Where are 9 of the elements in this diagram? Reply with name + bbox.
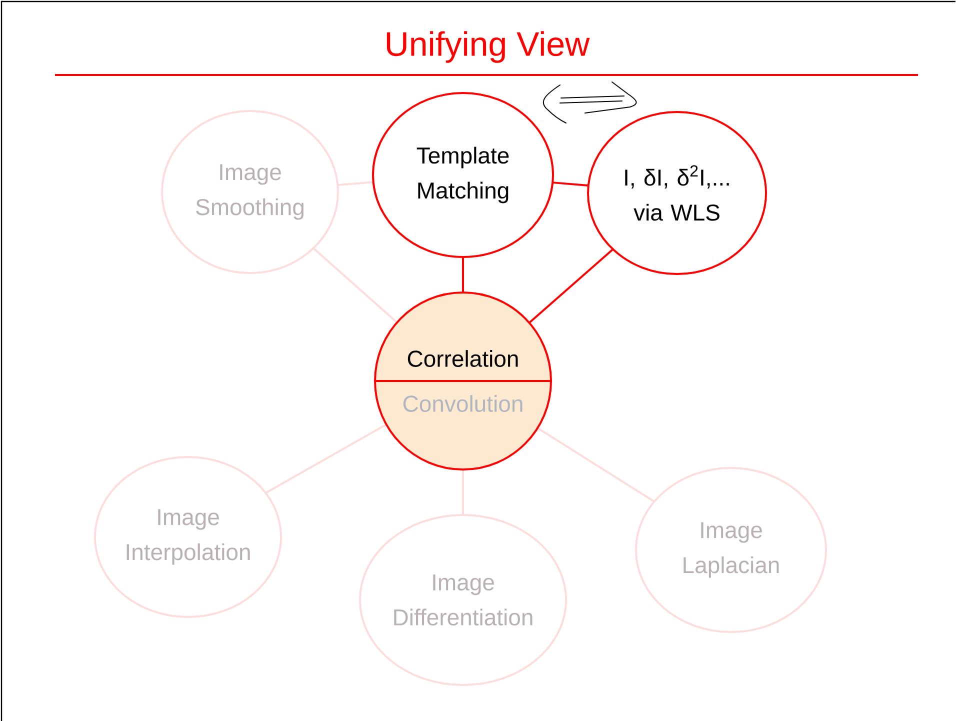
- slide-title: Unifying View: [386, 31, 590, 63]
- connector-line: [462, 470, 464, 515]
- connector-line: [537, 427, 655, 502]
- connector-line: [528, 248, 614, 324]
- connector-line: [265, 424, 387, 494]
- connector-line: [312, 248, 398, 324]
- connector-line: [552, 182, 588, 187]
- connector-line: [338, 181, 374, 186]
- connector-line: [462, 257, 464, 292]
